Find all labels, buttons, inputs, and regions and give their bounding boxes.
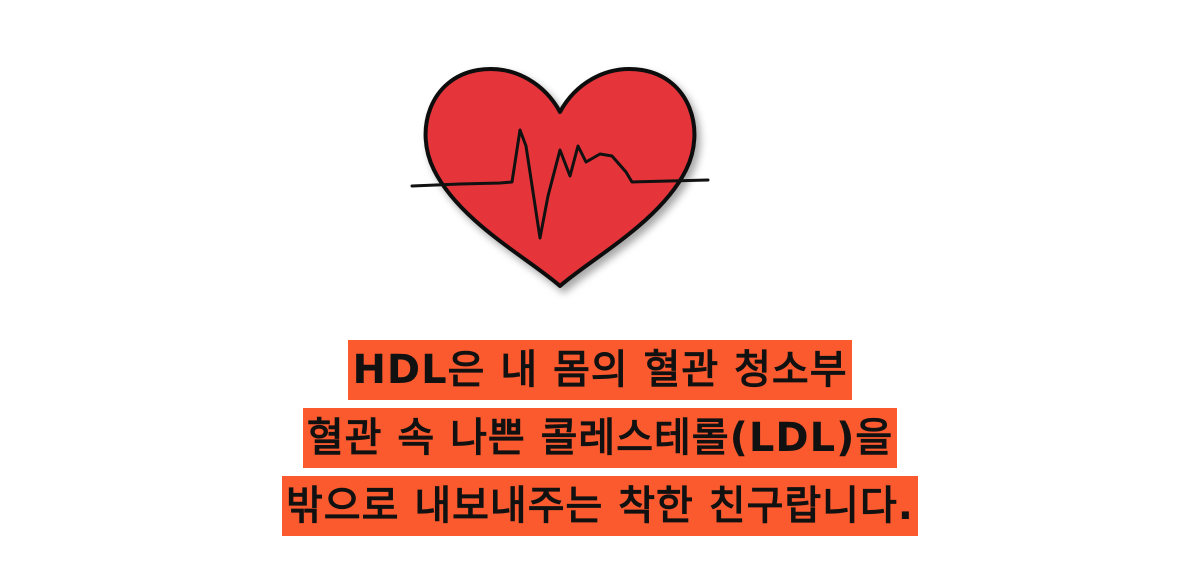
heart-heartbeat-icon	[410, 67, 710, 288]
heartbeat-line	[410, 128, 710, 240]
heart-shape	[423, 67, 697, 288]
heart-illustration	[400, 50, 720, 300]
caption-line-2: 혈관 속 나쁜 콜레스테롤(LDL)을	[0, 408, 1200, 468]
caption-text-2: 혈관 속 나쁜 콜레스테롤(LDL)을	[302, 408, 898, 468]
caption-text-3: 밖으로 내보내주는 착한 친구랍니다.	[282, 476, 918, 536]
caption-block: HDL은 내 몸의 혈관 청소부 혈관 속 나쁜 콜레스테롤(LDL)을 밖으로…	[0, 340, 1200, 544]
caption-line-3: 밖으로 내보내주는 착한 친구랍니다.	[0, 476, 1200, 536]
caption-text-1: HDL은 내 몸의 혈관 청소부	[348, 340, 852, 400]
caption-line-1: HDL은 내 몸의 혈관 청소부	[0, 340, 1200, 400]
